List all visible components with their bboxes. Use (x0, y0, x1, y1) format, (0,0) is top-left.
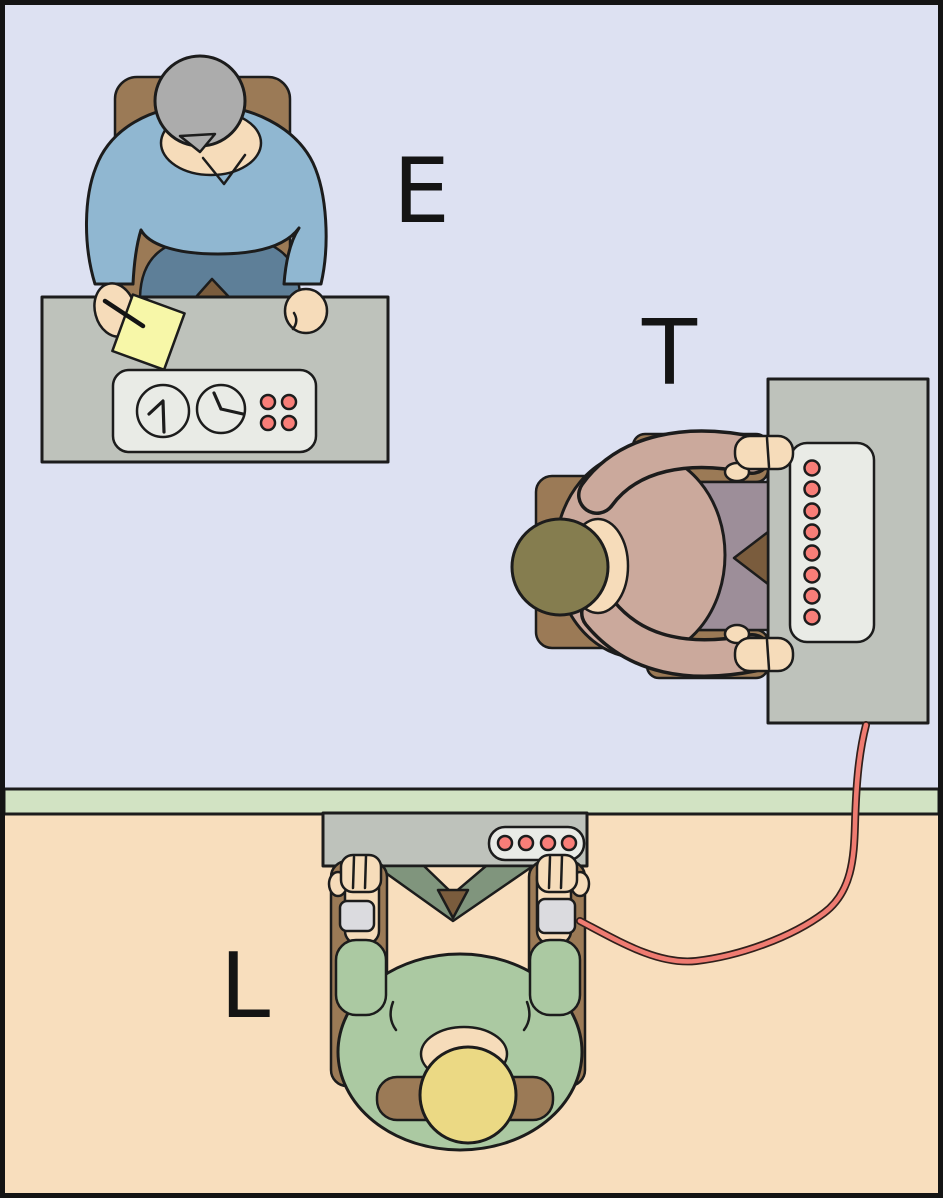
shock-button (803, 523, 821, 541)
learner-head (418, 1045, 518, 1145)
answer-button (496, 834, 514, 852)
label-experimenter: E (393, 139, 450, 244)
teacher-hand-bottom (733, 636, 795, 673)
teacher-head (510, 517, 610, 617)
legs-gap (422, 864, 488, 896)
gauge-needle (147, 399, 166, 434)
wrist-strap-right (536, 897, 577, 935)
learner-answer-box (487, 825, 586, 862)
teacher-arm-bottom (583, 596, 769, 675)
label-teacher: T (641, 301, 698, 406)
answer-button (560, 834, 578, 852)
clock-hands (212, 391, 245, 416)
experimenter-sweater (85, 103, 328, 286)
console-button (280, 414, 298, 432)
label-learner: L (220, 934, 270, 1039)
teacher-arm-top (580, 432, 769, 512)
shock-wire-core (577, 722, 869, 964)
finger-line (765, 436, 771, 469)
experimenter-head (153, 54, 247, 148)
answer-box-panel (487, 825, 586, 862)
pen (102, 298, 146, 329)
shock-generator-panel (788, 441, 876, 644)
learner-figure (327, 853, 591, 1152)
notepaper (111, 293, 186, 372)
shock-button (803, 502, 821, 520)
answer-buttons (496, 834, 578, 852)
experimenter-chin-line (201, 153, 247, 186)
console-buttons (259, 393, 298, 432)
console-button (259, 414, 277, 432)
shock-wire (576, 721, 870, 966)
teacher-figure (510, 429, 795, 679)
shock-button (803, 459, 821, 477)
partition-wall (2, 787, 941, 816)
teacher-hand-top (733, 434, 795, 471)
experimenter-figure (85, 54, 328, 299)
console-button (259, 393, 277, 411)
answer-button (517, 834, 535, 852)
experimenter-hands (93, 282, 329, 372)
shock-buttons (803, 459, 821, 626)
shock-button (803, 544, 821, 562)
learner-sleeve-left (334, 938, 388, 1017)
shock-button (803, 608, 821, 626)
shock-button (803, 566, 821, 584)
learner-hand-right (535, 853, 579, 894)
experimenter-right-fist (283, 287, 329, 335)
console-button (280, 393, 298, 411)
elbow-crease (522, 1000, 531, 1032)
wrist-strap-left (338, 899, 376, 933)
finger-line (351, 854, 368, 890)
learner-hand-left (339, 853, 383, 894)
elbow-crease (389, 1000, 398, 1032)
teacher-chair-wedge (732, 530, 770, 586)
answer-button (539, 834, 557, 852)
chair-front-wedge (436, 888, 470, 920)
experimenter-hair-tuft (178, 132, 217, 154)
finger-line (547, 854, 564, 890)
shock-button (803, 587, 821, 605)
experimenter-console (111, 368, 318, 454)
shock-button (803, 480, 821, 498)
fist-knuckle-line (291, 311, 298, 331)
learner-sleeve-right (528, 938, 582, 1017)
shock-generator (788, 441, 876, 644)
finger-line (765, 638, 771, 671)
